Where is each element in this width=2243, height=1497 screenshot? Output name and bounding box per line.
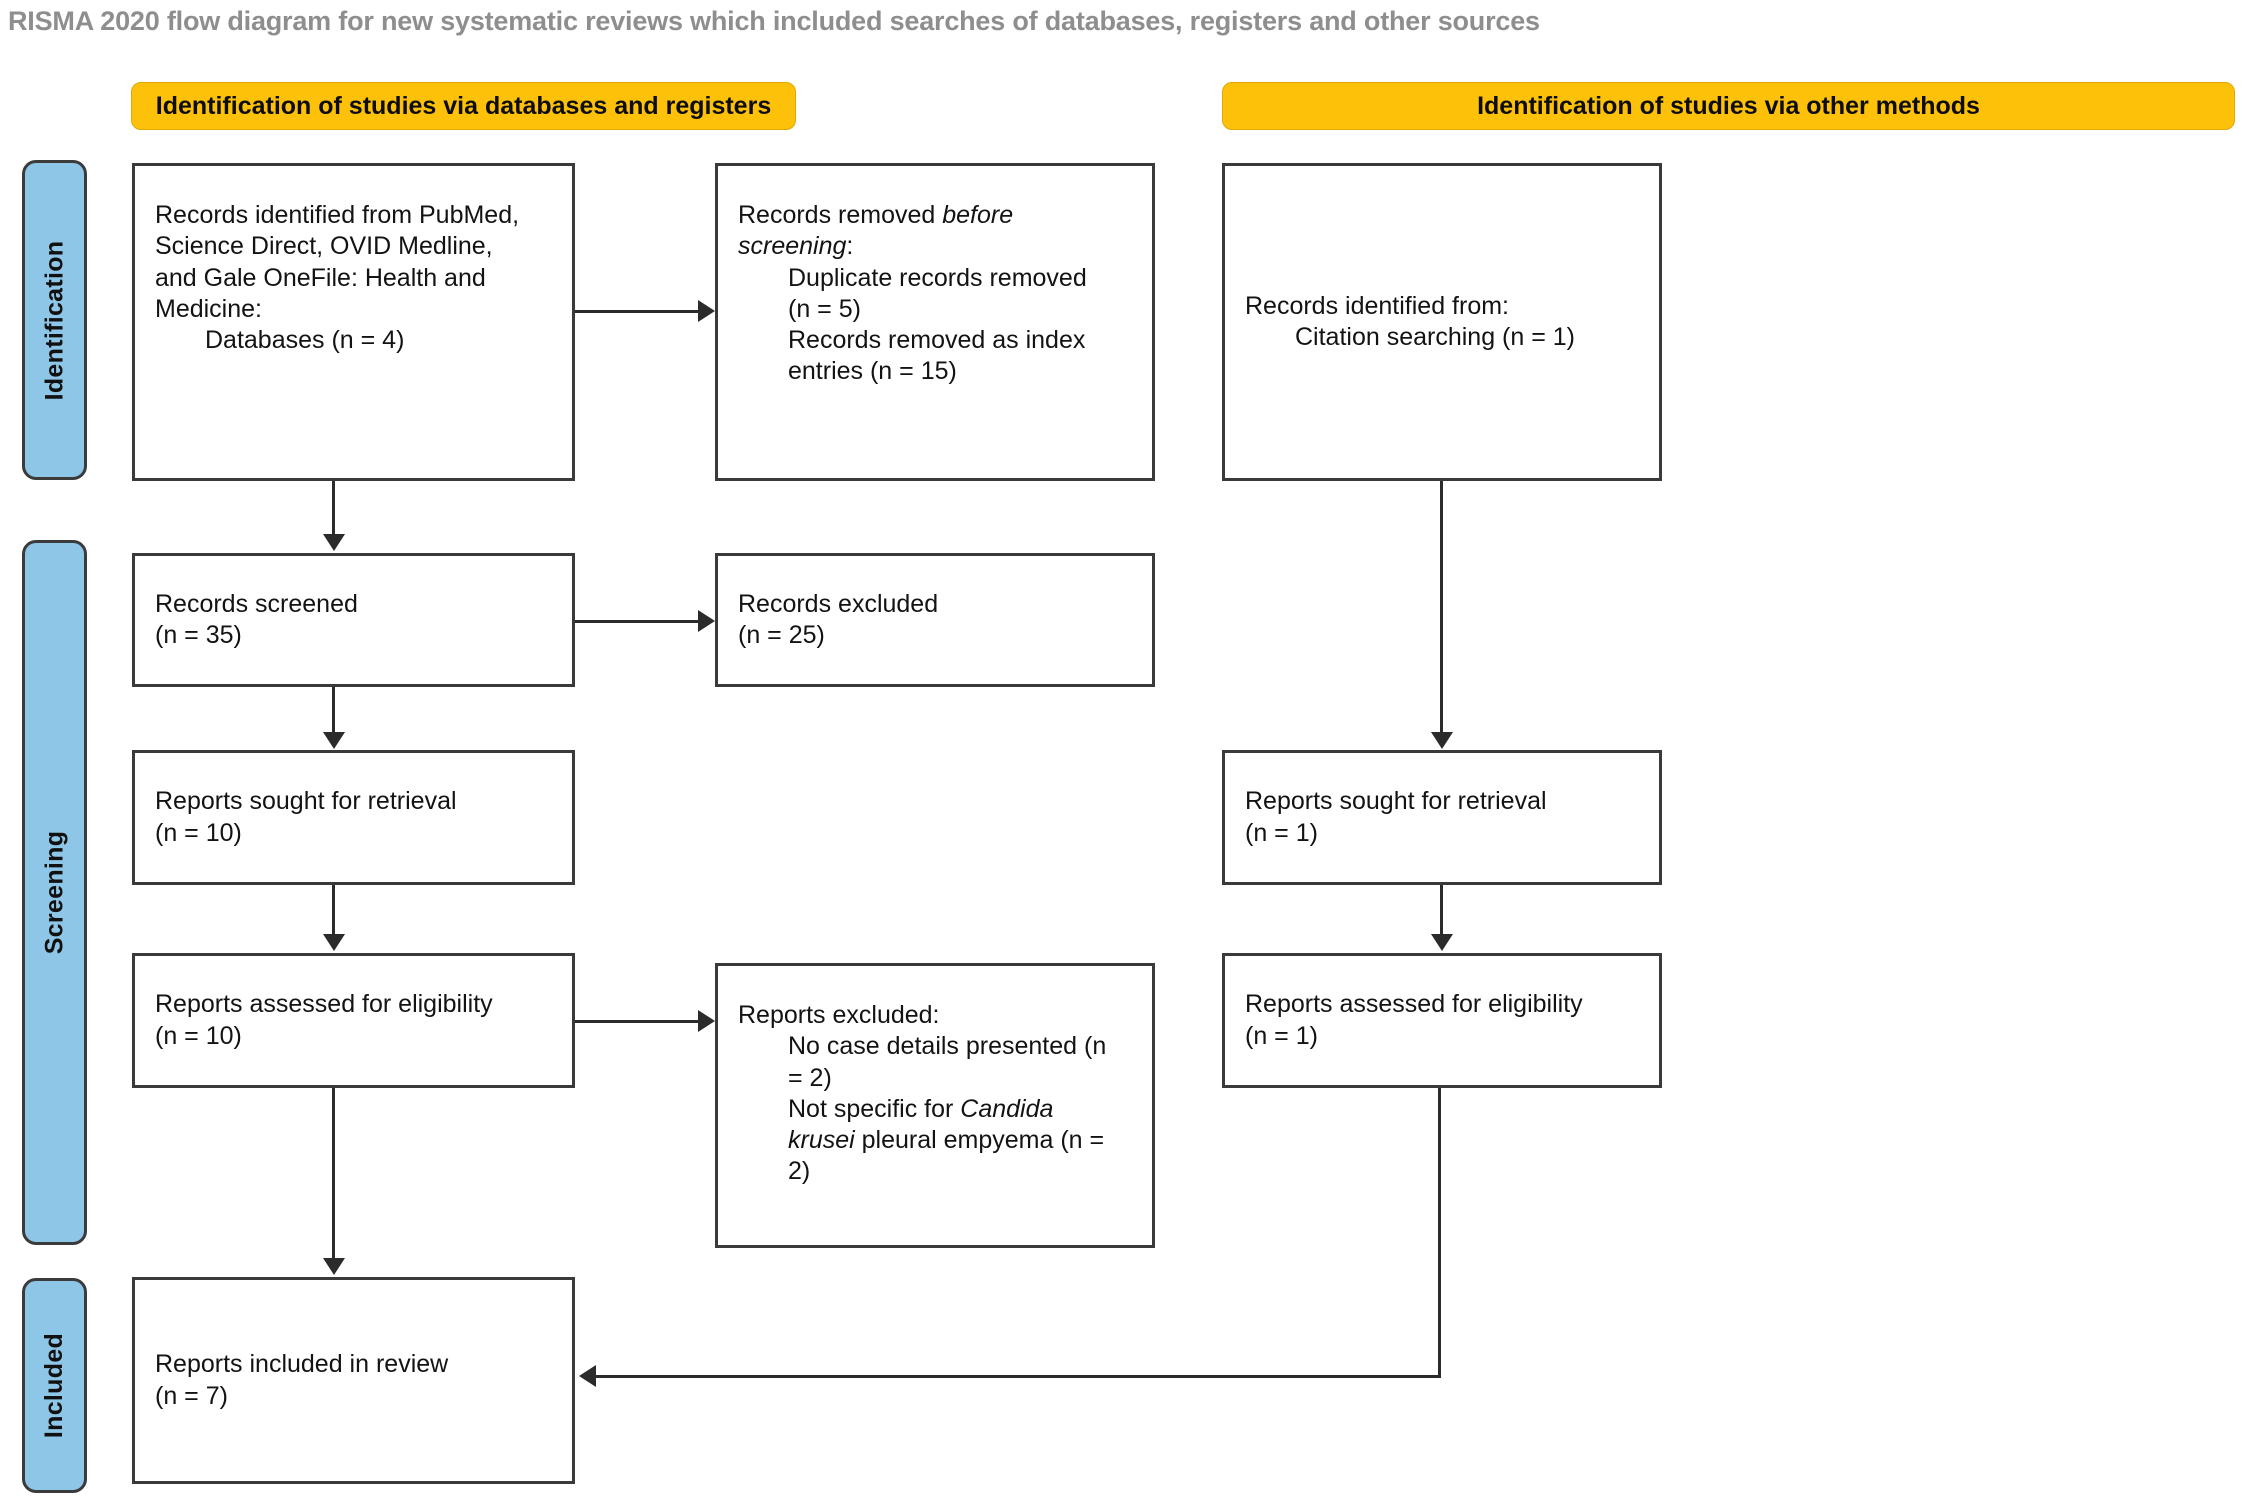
arrowhead-assessed-to-reports-excluded — [698, 1010, 715, 1032]
records-removed-heading-line2: screening: — [738, 231, 1132, 262]
records-removed-item2-line2: entries (n = 15) — [788, 357, 957, 386]
reports-sought-right-line-2: (n = 1) — [1245, 818, 1318, 847]
records-removed-item1-line2: (n = 5) — [788, 294, 861, 323]
box-reports-excluded: Reports excluded: No case details presen… — [715, 963, 1155, 1248]
reports-excluded-item2-line2: krusei pleural empyema (n = — [738, 1125, 1132, 1156]
box-records-identified-other-methods: Records identified from: Citation search… — [1222, 163, 1662, 481]
connector-assessed-to-included — [332, 1088, 335, 1260]
records-screened-line-1: Records screened — [155, 589, 358, 618]
records-identified-other-line-2: Citation searching (n = 1) — [1295, 323, 1576, 351]
records-removed-heading-italic: before — [942, 201, 1014, 229]
reports-sought-left-line-1: Reports sought for retrieval — [155, 787, 457, 816]
reports-assessed-left-line-1: Reports assessed for eligibility — [155, 990, 493, 1019]
reports-excluded-heading: Reports excluded: — [738, 1001, 940, 1029]
records-removed-heading-prefix: Records removed — [738, 201, 943, 229]
connector-other-identified-to-sought — [1440, 481, 1443, 733]
connector-other-sought-to-assessed — [1440, 885, 1443, 936]
arrowhead-screened-to-sought — [323, 732, 345, 749]
records-removed-heading-italic2: screening — [738, 232, 847, 261]
reports-assessed-left-line-2: (n = 10) — [155, 1021, 242, 1050]
box-reports-sought-retrieval-databases: Reports sought for retrieval (n = 10) — [132, 750, 575, 885]
reports-included-line-2: (n = 7) — [155, 1381, 228, 1410]
arrowhead-sought-to-assessed — [323, 934, 345, 951]
arrowhead-other-identified-to-sought — [1431, 732, 1453, 749]
arrowhead-screened-to-excluded — [698, 610, 715, 632]
reports-excluded-item2-suffix: pleural empyema (n = — [854, 1126, 1105, 1154]
banner-other-methods: Identification of studies via other meth… — [1222, 82, 2235, 130]
connector-other-assessed-down — [1438, 1088, 1441, 1378]
records-identified-line-1: Records identified from PubMed, — [155, 201, 520, 229]
records-removed-item2-line1: Records removed as index — [788, 326, 1086, 354]
page-title: RISMA 2020 flow diagram for new systemat… — [8, 6, 1540, 36]
records-excluded-line-2: (n = 25) — [738, 621, 825, 649]
reports-excluded-species-epithet: krusei — [788, 1126, 855, 1154]
connector-identified-to-removed — [575, 310, 700, 313]
banner-label: Identification of studies via databases … — [155, 91, 772, 120]
box-reports-sought-retrieval-other: Reports sought for retrieval (n = 1) — [1222, 750, 1662, 885]
connector-assessed-to-reports-excluded — [575, 1020, 700, 1023]
arrowhead-identified-to-screened — [323, 534, 345, 551]
banner-label: Identification of studies via other meth… — [1477, 91, 1980, 120]
records-identified-line-3: and Gale OneFile: Health and — [155, 263, 486, 292]
reports-excluded-item1-line1: No case details presented (n — [788, 1032, 1107, 1061]
box-records-identified-databases: Records identified from PubMed, Science … — [132, 163, 575, 481]
arrowhead-other-sought-to-assessed — [1431, 934, 1453, 951]
records-identified-line-2: Science Direct, OVID Medline, — [155, 232, 493, 261]
box-reports-assessed-eligibility-other: Reports assessed for eligibility (n = 1) — [1222, 953, 1662, 1088]
reports-assessed-right-line-1: Reports assessed for eligibility — [1245, 990, 1583, 1019]
records-removed-heading-suffix: : — [846, 232, 854, 261]
records-screened-line-2: (n = 35) — [155, 621, 242, 649]
reports-sought-right-line-1: Reports sought for retrieval — [1245, 787, 1547, 816]
arrowhead-other-assessed-to-included — [579, 1365, 596, 1387]
box-reports-included-in-review: Reports included in review (n = 7) — [132, 1277, 575, 1484]
reports-excluded-species-genus: Candida — [960, 1094, 1054, 1123]
stage-label-identification: Identification — [22, 160, 87, 480]
records-identified-line-4: Medicine: — [155, 294, 262, 323]
reports-assessed-right-line-2: (n = 1) — [1245, 1021, 1318, 1050]
connector-screened-to-sought — [332, 687, 335, 735]
reports-excluded-item2-line1: Not specific for Candida — [738, 1094, 1132, 1125]
records-identified-other-line-1: Records identified from: — [1245, 291, 1510, 320]
connector-identified-to-screened — [332, 481, 335, 536]
connector-screened-to-excluded — [575, 620, 700, 623]
records-removed-heading: Records removed before — [738, 200, 1132, 231]
stage-label-screening: Screening — [22, 540, 87, 1245]
reports-excluded-item2-line3: 2) — [788, 1157, 811, 1186]
connector-sought-to-assessed — [332, 885, 335, 936]
arrowhead-identified-to-removed — [698, 300, 715, 322]
box-reports-assessed-eligibility-databases: Reports assessed for eligibility (n = 10… — [132, 953, 575, 1088]
connector-other-assessed-to-included — [596, 1375, 1441, 1378]
banner-databases-registers: Identification of studies via databases … — [131, 82, 796, 130]
box-records-screened: Records screened (n = 35) — [132, 553, 575, 687]
reports-included-line-1: Reports included in review — [155, 1350, 449, 1379]
reports-excluded-item1-line2: = 2) — [788, 1063, 832, 1092]
records-excluded-line-1: Records excluded — [738, 589, 939, 618]
reports-sought-left-line-2: (n = 10) — [155, 818, 242, 847]
box-records-removed-before-screening: Records removed before screening: Duplic… — [715, 163, 1155, 481]
arrowhead-assessed-to-included — [323, 1258, 345, 1275]
box-records-excluded: Records excluded (n = 25) — [715, 553, 1155, 687]
stage-label-included: Included — [22, 1278, 87, 1493]
records-removed-item1-line1: Duplicate records removed — [788, 263, 1087, 292]
records-identified-line-5: Databases (n = 4) — [205, 326, 405, 354]
reports-excluded-item2-prefix: Not specific for — [788, 1094, 961, 1123]
